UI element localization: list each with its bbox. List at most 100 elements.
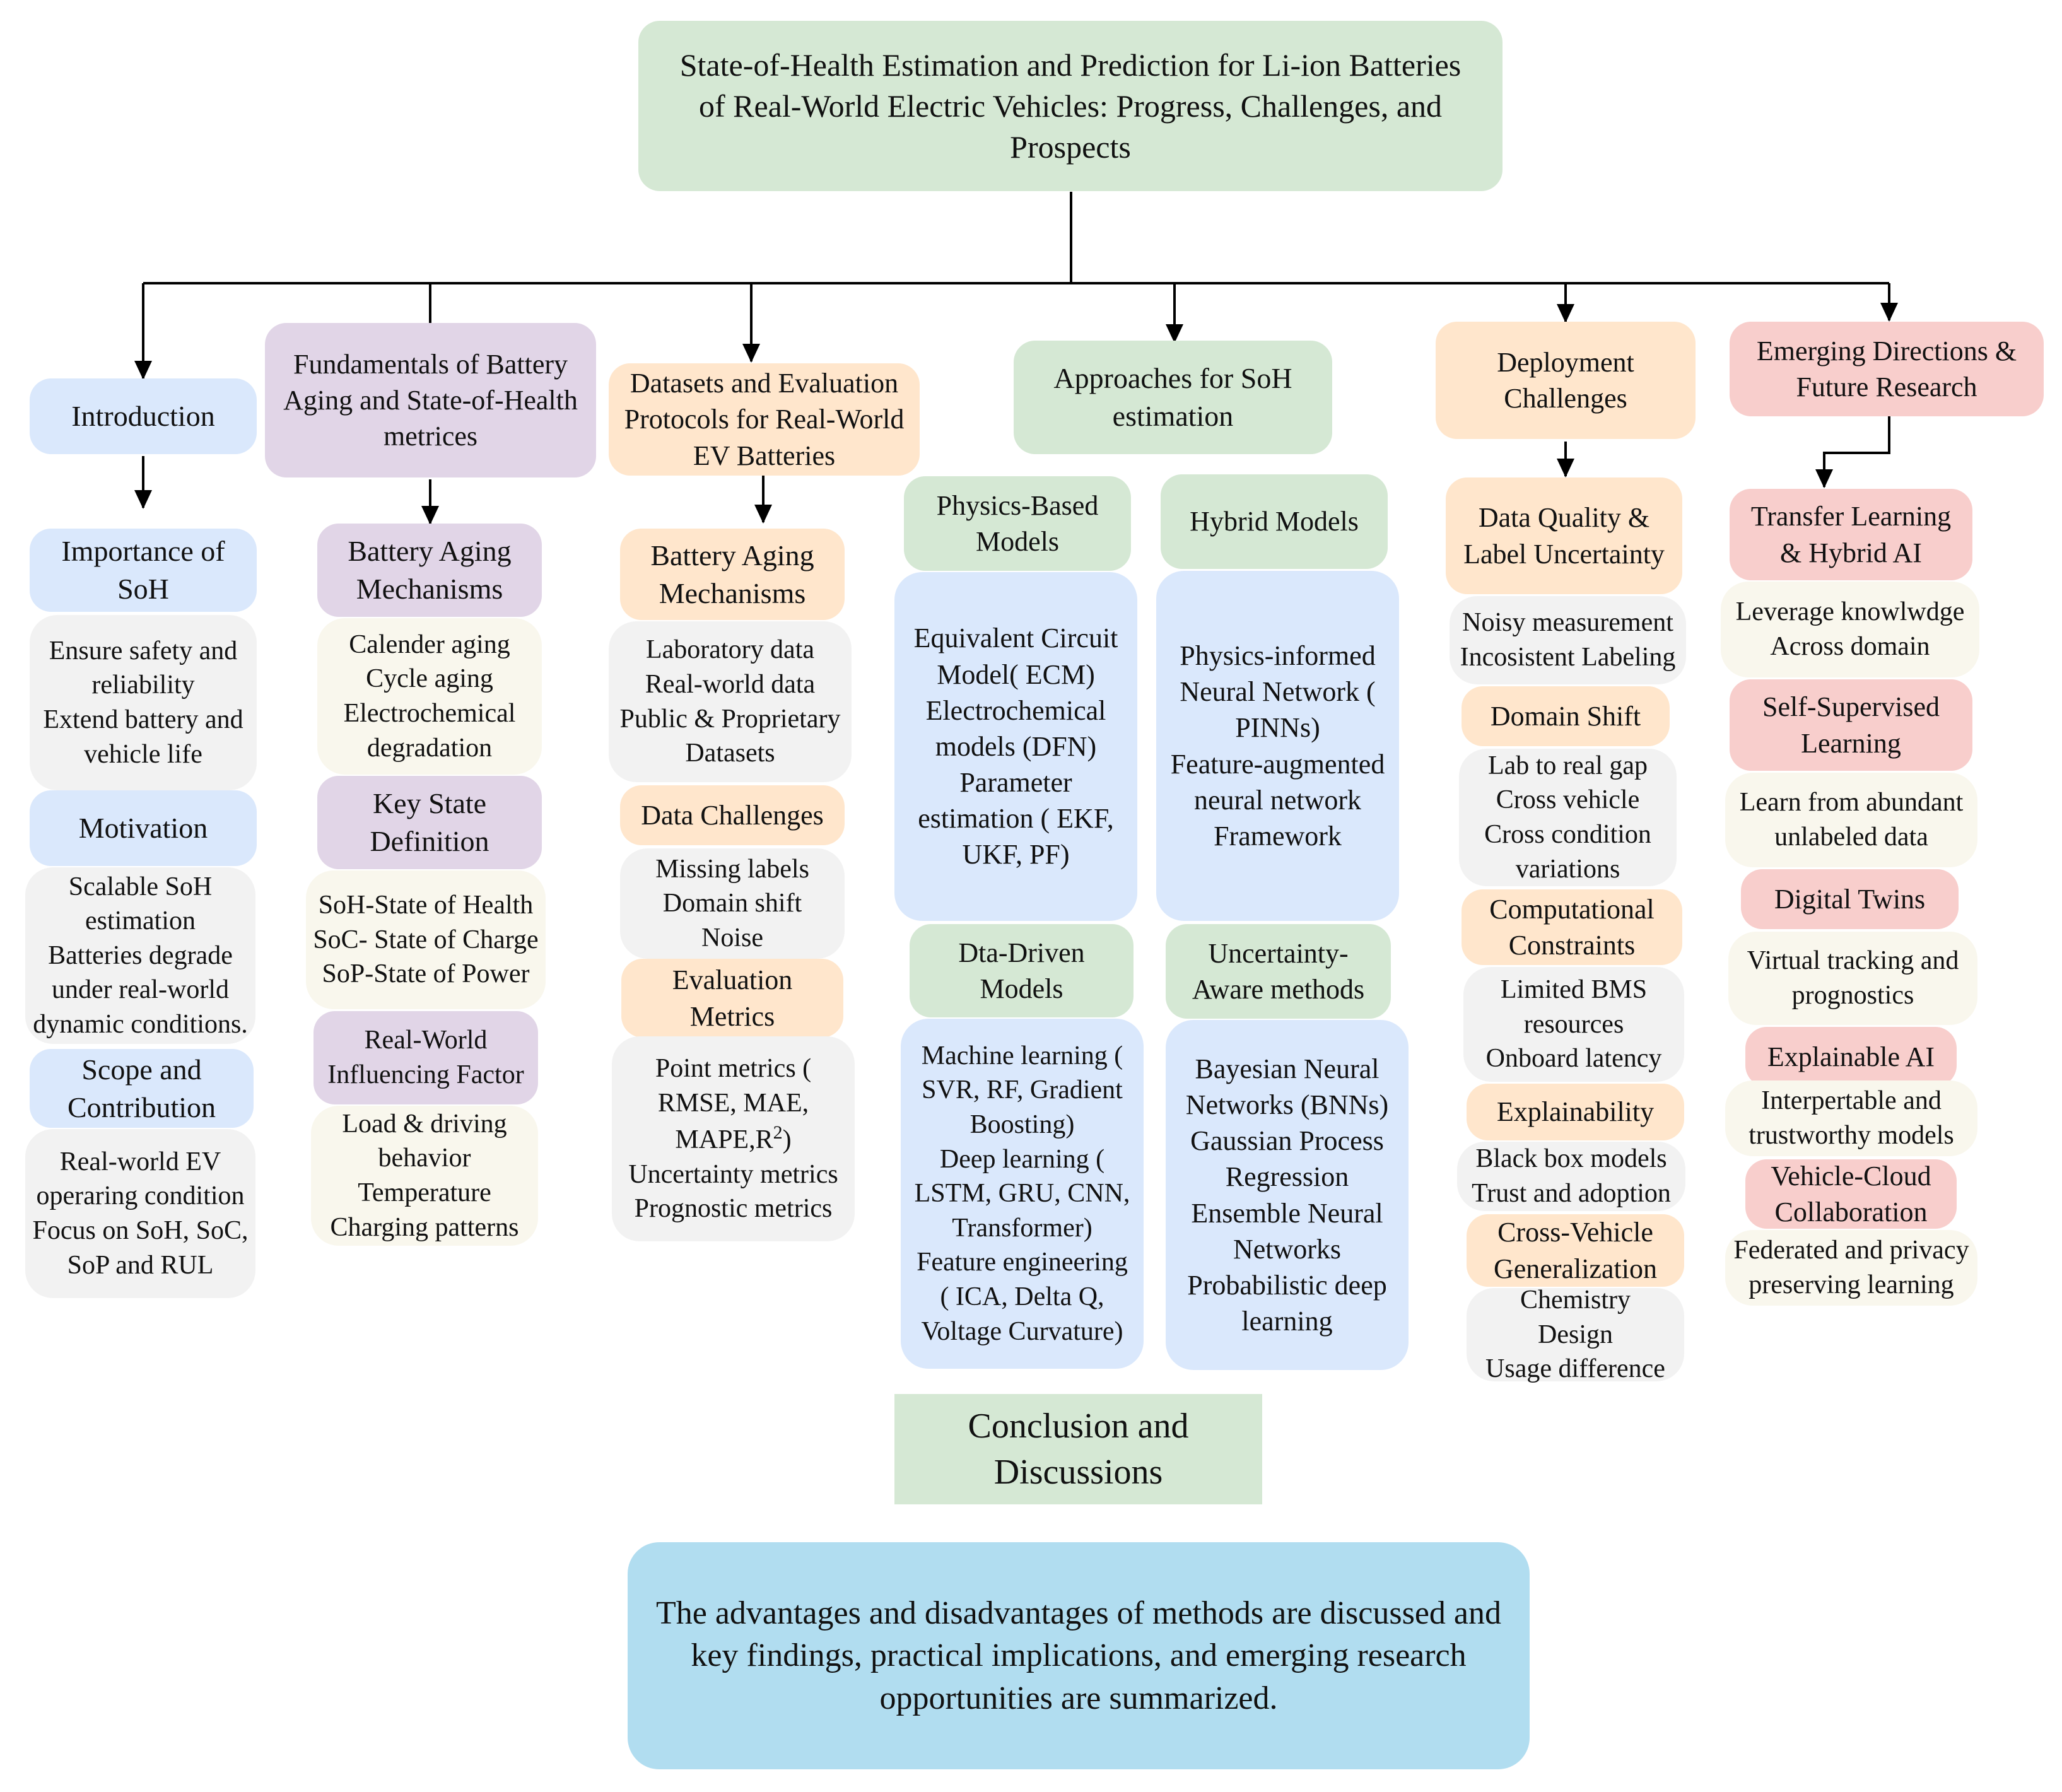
cloud-title-line: Collaboration — [1774, 1197, 1928, 1227]
metrics-details-line: Point metrics ( — [655, 1054, 812, 1084]
datasets-aging-details-line: Laboratory data — [645, 635, 815, 665]
importance-details-line: Ensure safety and — [49, 636, 238, 665]
influencing-details-line: Charging patterns — [330, 1212, 519, 1242]
motivation-details-line: Batteries degrade — [48, 940, 233, 970]
physics-details-line: Equivalent Circuit — [913, 623, 1118, 654]
fundamentals-header-line: Aging and State-of-Health — [283, 384, 578, 416]
physics-details-line: Parameter — [959, 767, 1072, 799]
datadriven-details-line: Machine learning ( — [921, 1041, 1123, 1070]
keystate-details-line: SoP-State of Power — [322, 959, 530, 989]
mape-label: MAPE,R — [675, 1125, 773, 1155]
conclusion-summary-line: opportunities are summarized. — [879, 1680, 1278, 1716]
domain-details-line: Cross vehicle — [1496, 785, 1640, 815]
aging-details-line: Cycle aging — [366, 664, 493, 694]
transfer-details-line: Across domain — [1770, 632, 1930, 661]
explain-title-line: Explainability — [1496, 1096, 1655, 1128]
emerging-header: Emerging Directions & Future Research — [1730, 322, 2044, 416]
physics-details-line: Model( ECM) — [937, 659, 1095, 690]
selfsup-details-line: Learn from abundant — [1739, 788, 1964, 817]
importance-details-line: vehicle life — [84, 739, 202, 769]
domain-details-line: Lab to real gap — [1487, 751, 1648, 780]
arrowhead-deployment-down — [1557, 459, 1574, 477]
datasets-aging-details-line: Datasets — [685, 739, 775, 768]
hybrid-details-line: PINNs) — [1235, 712, 1320, 744]
datasets-header-line: Datasets and Evaluation — [630, 368, 899, 399]
quality-details-line: Noisy measurement — [1462, 608, 1673, 638]
motivation-details-line: dynamic conditions. — [33, 1009, 248, 1039]
selfsup-details-line: unlabeled data — [1774, 823, 1928, 852]
motivation-details-line: under real-world — [51, 975, 230, 1005]
fundamentals-header-line: Fundamentals of Battery — [293, 348, 568, 380]
arrowhead-datasets — [742, 344, 760, 363]
cloud-details-line: preserving learning — [1749, 1270, 1954, 1299]
metrics-details-line: Prognostic metrics — [634, 1194, 833, 1224]
emerging-header-line: Emerging Directions & — [1756, 335, 2017, 366]
scope-details-line: Real-world EV — [59, 1147, 221, 1176]
explain-title: Explainability — [1467, 1084, 1684, 1140]
arrowhead-introduction — [134, 361, 152, 380]
uncertainty-title-line: Uncertainty- — [1208, 937, 1349, 969]
title-box-line: State-of-Health Estimation and Predictio… — [679, 47, 1462, 83]
selfsup-details: Learn from abundant unlabeled data — [1725, 773, 1977, 867]
quality-title-line: Data Quality & — [1478, 502, 1650, 534]
uncertainty-details-line: Probabilistic deep — [1187, 1269, 1387, 1301]
quality-details-line: Incosistent Labeling — [1460, 643, 1676, 672]
arrowhead-approaches — [1166, 324, 1183, 343]
arrowhead-fundamentals-down — [421, 506, 439, 525]
deployment-header-line: Deployment — [1497, 346, 1634, 378]
title-box: State-of-Health Estimation and Predictio… — [638, 21, 1503, 191]
xai-title-line: Explainable AI — [1767, 1041, 1935, 1072]
xai-title: Explainable AI — [1745, 1027, 1957, 1087]
physics-details-line: Electrochemical — [925, 694, 1106, 726]
r-squared-superscript: 2 — [773, 1122, 783, 1144]
arrowhead-emerging-down — [1815, 469, 1833, 488]
twins-details-line: Virtual tracking and — [1747, 946, 1959, 976]
influencing-title-line: Influencing Factor — [327, 1060, 524, 1089]
motivation-title-line: Motivation — [78, 812, 208, 845]
introduction-header-line: Introduction — [71, 400, 215, 433]
twins-title-line: Digital Twins — [1774, 883, 1926, 915]
title-box-line: of Real-World Electric Vehicles: Progres… — [698, 88, 1443, 124]
compute-details-line: resources — [1523, 1009, 1624, 1039]
datasets-aging-title-line: Battery Aging — [650, 539, 814, 571]
twins-title: Digital Twins — [1741, 869, 1959, 929]
keystate-details-line: SoH-State of Health — [318, 891, 534, 920]
uncertainty-title-line: Aware methods — [1192, 974, 1365, 1005]
arrowhead-emerging — [1880, 303, 1898, 322]
metrics-title-line: Metrics — [689, 1000, 775, 1032]
conclusion-summary-line: key findings, practical implications, an… — [691, 1637, 1467, 1674]
keystate-title-line: Definition — [370, 825, 489, 857]
datadriven-details-line: ( ICA, Delta Q, — [940, 1282, 1104, 1311]
hybrid-title-line: Hybrid Models — [1190, 506, 1359, 537]
data-challenges-details-line: Domain shift — [662, 889, 802, 918]
emerging-header-line: Future Research — [1796, 372, 1977, 402]
hybrid-details-line: neural network — [1193, 784, 1362, 816]
datadriven-details-line: Transformer) — [952, 1213, 1093, 1243]
compute-details-line: Limited BMS — [1500, 975, 1648, 1005]
datasets-aging-details-line: Real-world data — [645, 669, 816, 699]
title-box-line: Prospects — [1010, 129, 1131, 165]
keystate-details-line: SoC- State of Charge — [313, 925, 539, 954]
selfsup-title-line: Self-Supervised — [1762, 691, 1940, 723]
metrics-details: Point metrics (RMSE, MAE,MAPE,R2)Uncerta… — [612, 1036, 855, 1241]
aging-title-line: Mechanisms — [356, 573, 503, 605]
motivation-details-line: estimation — [85, 906, 196, 936]
